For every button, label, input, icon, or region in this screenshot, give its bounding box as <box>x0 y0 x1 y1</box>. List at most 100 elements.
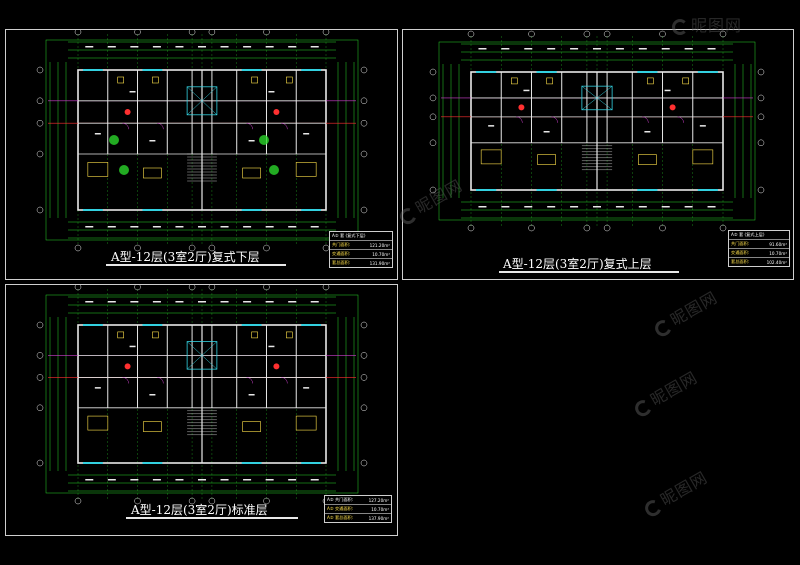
dimension-text <box>684 206 693 208</box>
dimension-text <box>310 301 319 303</box>
sofa-furniture <box>143 167 162 179</box>
watermark: 昵图网 <box>672 12 742 36</box>
watermark: 昵图网 <box>629 364 702 420</box>
dimension-text <box>85 301 94 303</box>
title-underline <box>126 517 298 519</box>
axis-bubble <box>360 321 368 329</box>
axis-bubble <box>36 321 44 329</box>
axis-bubble <box>188 244 196 252</box>
drawing-panel-duplex-lower: A型-12层(3室2厅)复式下层 A② 套 (复式下层) 共门面积:121.20… <box>5 29 398 280</box>
red-marker <box>273 109 280 115</box>
axis-bubble <box>528 224 535 232</box>
axis-bubble <box>188 285 196 291</box>
bed-furniture <box>692 149 714 165</box>
area-row: 套总面积:131.90m² <box>330 258 392 266</box>
drawing-title: A型-12层(3室2厅)复式下层 <box>111 250 260 264</box>
room-label <box>664 89 671 92</box>
door-swing <box>246 377 253 384</box>
dimension-text <box>220 301 229 303</box>
sofa-furniture <box>242 421 261 432</box>
dimension-text <box>152 301 161 303</box>
dimension-text <box>707 48 716 50</box>
dimension-text <box>175 46 184 48</box>
axis-bubble <box>36 150 44 158</box>
room-label <box>149 140 156 142</box>
axis-bubble <box>719 224 727 232</box>
axis-bubble <box>263 244 270 252</box>
axis-bubble <box>208 244 216 252</box>
dimension-text <box>638 48 647 50</box>
door-swing <box>157 377 164 384</box>
axis-bubble <box>208 497 216 505</box>
dimension-text <box>243 479 252 481</box>
drawing-panel-duplex-upper: A型-12层(3室2厅)复式上层 A② 套 (复式上层) 共门面积:91.60m… <box>402 29 794 280</box>
elevator-shaft <box>581 85 613 111</box>
axis-bubble <box>36 206 44 214</box>
dimension-text <box>265 479 274 481</box>
dimension-text <box>130 226 139 228</box>
dimension-text <box>524 48 533 50</box>
axis-bubble <box>360 206 368 214</box>
dimension-text <box>107 479 116 481</box>
area-row: 套总面积:102.40m² <box>729 257 789 265</box>
axis-bubble <box>208 30 216 36</box>
axis-bubble <box>360 119 368 127</box>
dimension-text <box>220 46 229 48</box>
axis-bubble <box>719 30 727 38</box>
door-swing <box>677 116 684 123</box>
area-table: A② 套 (复式下层) 共门面积:121.20m² 交通面积:10.70m² 套… <box>329 231 393 268</box>
dimension-text <box>243 301 252 303</box>
dimension-text <box>570 48 579 50</box>
bath-fixture <box>286 76 293 84</box>
axis-bubble <box>36 119 44 127</box>
axis-bubble <box>322 285 330 291</box>
bed-furniture <box>87 415 109 431</box>
area-row: 共门面积:91.60m² <box>729 239 789 247</box>
dimension-text <box>638 206 647 208</box>
bath-fixture <box>152 76 159 84</box>
axis-bubble <box>360 97 368 105</box>
red-marker <box>669 104 676 111</box>
room-label <box>523 89 530 92</box>
axis-bubble <box>429 186 437 194</box>
bath-fixture <box>511 77 518 85</box>
dimension-text <box>265 46 274 48</box>
watermark: 昵图网 <box>649 284 722 340</box>
bath-fixture <box>251 331 258 339</box>
axis-bubble <box>757 139 765 147</box>
axis-bubble <box>757 186 765 194</box>
room-label <box>94 133 101 135</box>
red-marker <box>518 104 525 111</box>
room-label <box>149 394 156 396</box>
axis-bubble <box>188 30 196 36</box>
axis-bubble <box>322 30 330 36</box>
door-swing <box>642 116 649 123</box>
dimension-text <box>501 48 510 50</box>
dimension-text <box>684 48 693 50</box>
dimension-text <box>107 301 116 303</box>
dimension-text <box>593 206 601 208</box>
dimension-text <box>288 479 297 481</box>
axis-bubble <box>263 285 270 291</box>
room-label <box>248 394 255 396</box>
dimension-text <box>152 479 161 481</box>
area-row: 共门面积:121.20m² <box>330 240 392 248</box>
dimension-text <box>175 301 184 303</box>
title-underline <box>106 264 286 266</box>
room-label <box>268 345 275 348</box>
axis-bubble <box>429 94 437 102</box>
bath-fixture <box>117 76 124 84</box>
axis-bubble <box>360 150 368 158</box>
dimension-text <box>175 479 184 481</box>
axis-bubble <box>757 113 765 121</box>
sofa-furniture <box>638 154 657 165</box>
axis-bubble <box>603 30 611 38</box>
plant-icon <box>119 165 129 175</box>
dimension-text <box>501 206 510 208</box>
dimension-text <box>198 479 206 481</box>
dimension-text <box>310 479 319 481</box>
dimension-text <box>661 206 670 208</box>
plant-icon <box>269 165 279 175</box>
dimension-text <box>593 48 601 50</box>
axis-bubble <box>134 30 141 36</box>
